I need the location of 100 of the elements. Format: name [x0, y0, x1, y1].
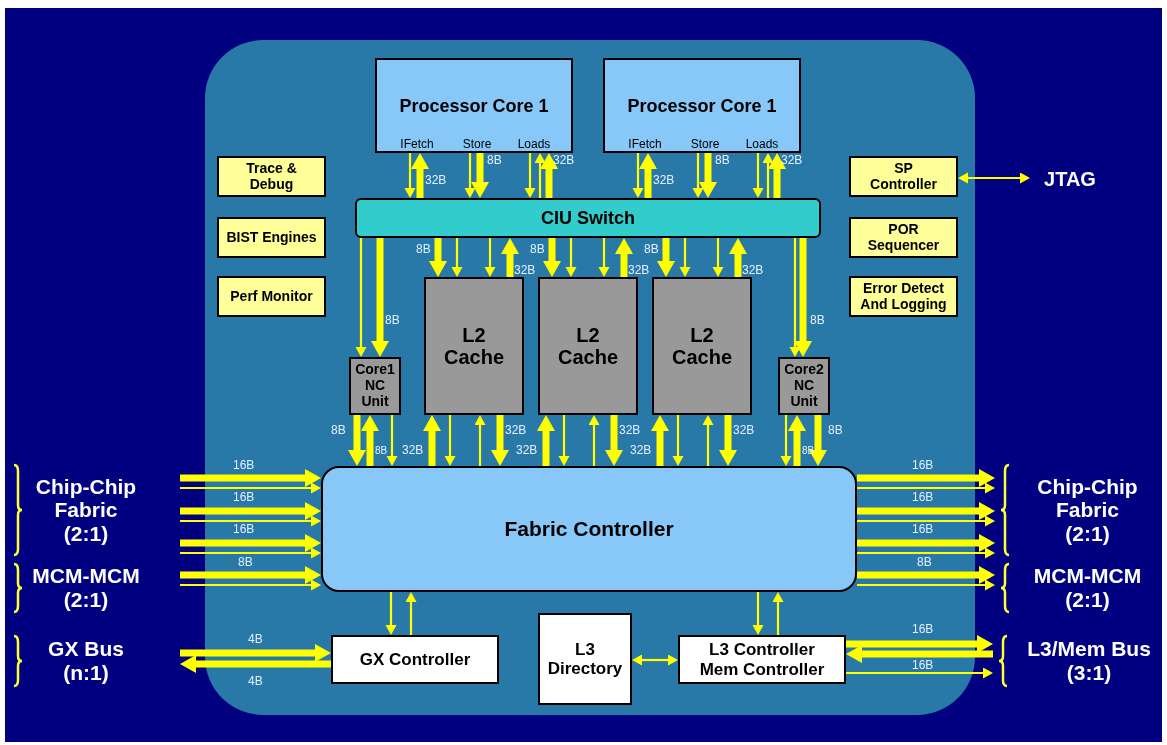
- port-label: Store: [690, 138, 720, 150]
- edge-label: 32B: [402, 444, 424, 456]
- arrow: [180, 566, 321, 584]
- port-label: IFetch: [628, 138, 662, 150]
- block-title: L2 Cache: [443, 323, 505, 369]
- block-title: POR Sequencer: [866, 221, 941, 254]
- block-title: L2 Cache: [671, 323, 733, 369]
- edge-label: 32B: [653, 174, 675, 186]
- arrow: [702, 415, 714, 466]
- block-title: L2 Cache: [557, 323, 619, 369]
- port-label: Loads: [745, 138, 779, 150]
- arrow: [780, 415, 792, 466]
- edge-label: 16B: [912, 491, 934, 503]
- port-label: Store: [462, 138, 492, 150]
- arrow: [679, 238, 691, 277]
- arrow: [534, 153, 546, 198]
- arrow: [404, 153, 416, 198]
- arrow: [444, 415, 456, 466]
- arrow: [537, 415, 555, 466]
- edge-label: 32B: [514, 264, 536, 276]
- switch-bar: [355, 198, 821, 238]
- arrow: [588, 415, 600, 466]
- edge-label: 32B: [628, 264, 650, 276]
- edge-label: 32B: [781, 154, 803, 166]
- arrow: [451, 238, 463, 277]
- arrow: [846, 645, 993, 663]
- arrow: [180, 547, 321, 559]
- edge-label: 4B: [248, 675, 263, 687]
- unit-box: [217, 217, 326, 258]
- arrow: [857, 482, 995, 494]
- edge-label: 8B: [802, 446, 815, 456]
- edge-label: 4B: [248, 633, 263, 645]
- edge-label: 8B: [331, 424, 346, 436]
- arrow: [846, 667, 993, 679]
- arrow: [598, 238, 610, 277]
- edge-label: 8B: [238, 556, 253, 568]
- arrow: [355, 238, 367, 357]
- block-title: Core1 NC Unit: [354, 362, 396, 410]
- arrow: [180, 644, 331, 662]
- block-title: SP Controller: [869, 160, 938, 193]
- bus-label: Chip-Chip Fabric (2:1): [34, 474, 138, 546]
- arrow: [772, 592, 784, 635]
- edge-label: 32B: [553, 154, 575, 166]
- unit-box: [849, 217, 958, 258]
- processor-core-box: [603, 58, 801, 153]
- unit-box: [849, 156, 958, 197]
- arrow: [857, 547, 995, 559]
- arrow: [768, 153, 786, 198]
- arrow: [809, 415, 827, 466]
- block-title: Fabric Controller: [504, 517, 674, 541]
- arrow: [501, 238, 519, 277]
- block-title: Error Detect And Logging: [859, 280, 948, 313]
- edge-label: 8B: [375, 446, 388, 456]
- edge-label: 8B: [416, 243, 431, 255]
- arrow: [672, 415, 684, 466]
- arrow: [857, 566, 995, 584]
- edge-label: 8B: [644, 243, 659, 255]
- arrow: [857, 579, 995, 591]
- arrow: [423, 415, 441, 466]
- arrow: [180, 655, 331, 673]
- arrow: [464, 153, 476, 198]
- edge-label: 16B: [233, 491, 255, 503]
- arrow: [180, 579, 321, 591]
- arrow: [180, 515, 321, 527]
- block-title: Processor Core 1: [626, 96, 778, 117]
- arrow: [429, 238, 447, 277]
- unit-box: [217, 156, 326, 197]
- arrow: [857, 534, 995, 552]
- processor-core-box: [375, 58, 573, 153]
- bus-label: L3/Mem Bus (3:1): [1026, 637, 1152, 685]
- unit-box: [217, 276, 326, 317]
- bus-label: JTAG: [1044, 167, 1096, 191]
- block-title: Perf Monitor: [230, 288, 313, 305]
- cache-box: [424, 277, 524, 415]
- edge-label: 32B: [733, 424, 755, 436]
- arrow: [371, 238, 389, 357]
- arrow: [857, 469, 995, 487]
- arrow: [543, 238, 561, 277]
- arrow: [958, 172, 1030, 184]
- arrow: [789, 238, 801, 357]
- arrow: [385, 592, 397, 635]
- arrow: [474, 415, 486, 466]
- arrow: [788, 415, 806, 466]
- arrow: [752, 153, 764, 198]
- bus-label: Chip-Chip Fabric (2:1): [1036, 474, 1139, 546]
- arrow: [632, 153, 644, 198]
- block-title: Processor Core 1: [398, 96, 550, 117]
- arrow: [386, 415, 398, 466]
- block-title: L3 Directory: [546, 639, 624, 679]
- port-label: Loads: [517, 138, 551, 150]
- edge-label: 16B: [233, 523, 255, 535]
- arrow: [540, 153, 558, 198]
- edge-label: 16B: [912, 659, 934, 671]
- edge-label: 16B: [233, 459, 255, 471]
- arrow: [857, 515, 995, 527]
- block-title: Core2 NC Unit: [783, 362, 825, 410]
- arrow: [558, 415, 570, 466]
- arrow: [712, 238, 724, 277]
- unit-box: [849, 276, 958, 317]
- arrow: [180, 469, 321, 487]
